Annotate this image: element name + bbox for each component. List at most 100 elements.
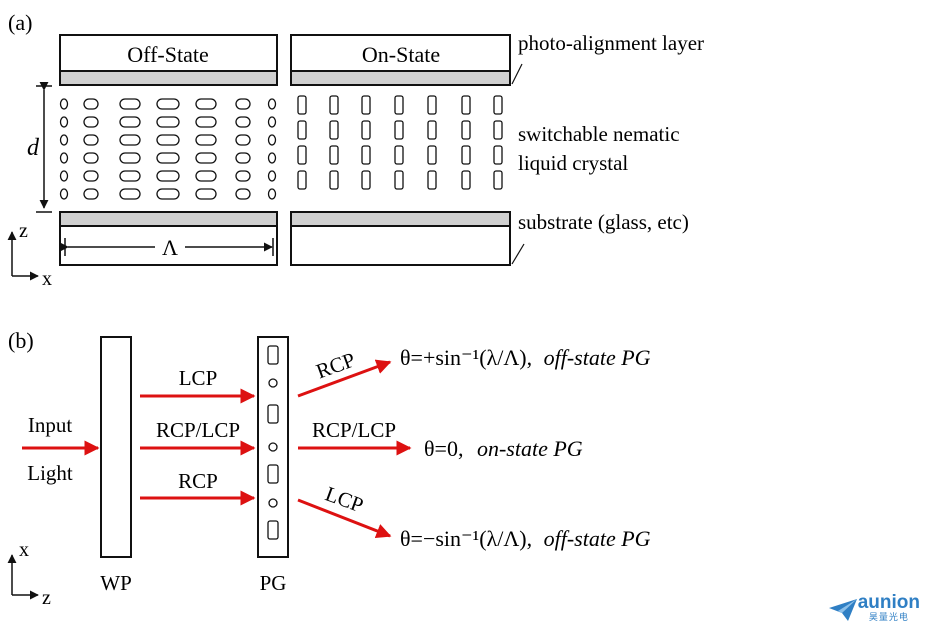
lc-molecule-on: [461, 120, 471, 140]
lc-molecule-on: [427, 95, 437, 115]
lc-molecule-off: [156, 98, 180, 110]
lc-molecule-off: [235, 170, 251, 182]
lc-molecule-off: [235, 152, 251, 164]
lc-molecule-on: [297, 145, 307, 165]
lc-molecule-off: [267, 188, 277, 200]
equation-bot-expr: θ=−sin⁻¹(λ/Λ),: [400, 526, 532, 551]
lc-molecule-off: [156, 170, 180, 182]
input-label-line2: Light: [27, 461, 73, 485]
lc-molecule-off: [59, 152, 69, 164]
lc-molecule-on: [427, 145, 437, 165]
equation-bot: θ=−sin⁻¹(λ/Λ), off-state PG: [400, 526, 651, 551]
lc-molecule-off: [267, 152, 277, 164]
lc-molecule-off: [83, 134, 99, 146]
lc-molecule-on: [493, 170, 503, 190]
lc-molecule-off: [195, 98, 217, 110]
lc-molecule-on: [493, 95, 503, 115]
lc-molecule-off: [267, 134, 277, 146]
lc-molecule-on: [461, 95, 471, 115]
off-top-substrate: [59, 34, 278, 72]
pg-molecule-dot: [268, 378, 278, 388]
lc-molecule-off: [267, 170, 277, 182]
off-state-lc-molecules: [59, 98, 277, 200]
lc-molecule-off: [195, 152, 217, 164]
lc-molecule-off: [195, 116, 217, 128]
wp-label: WP: [100, 571, 132, 595]
lc-molecule-off: [83, 152, 99, 164]
lc-molecule-off: [195, 170, 217, 182]
beam-bot-out: [297, 498, 392, 539]
lc-molecule-off: [267, 98, 277, 110]
lc-molecule-off: [156, 116, 180, 128]
equation-mid: θ=0, on-state PG: [424, 436, 583, 461]
lc-molecule-on: [329, 95, 339, 115]
lc-molecule-off: [119, 188, 141, 200]
on-top-substrate: [290, 34, 511, 72]
beam-top-out-label: RCP: [313, 347, 359, 383]
lc-molecule-on: [361, 145, 371, 165]
equation-top-expr: θ=+sin⁻¹(λ/Λ),: [400, 345, 532, 370]
axis-b-x-label: x: [19, 539, 29, 561]
off-bottom-alignment-layer: [59, 211, 278, 227]
lc-molecule-off: [119, 98, 141, 110]
beam-top-out: [297, 359, 392, 398]
period-symbol: Λ: [162, 235, 178, 260]
lc-molecule-off: [59, 188, 69, 200]
lc-molecule-off: [83, 170, 99, 182]
lc-molecule-on: [329, 145, 339, 165]
lc-label-line1: switchable nematic: [518, 122, 680, 146]
lc-molecule-off: [235, 116, 251, 128]
on-state-label: On-State: [362, 42, 440, 67]
lc-molecule-off: [59, 116, 69, 128]
lc-molecule-off: [119, 116, 141, 128]
lc-molecule-off: [195, 188, 217, 200]
lc-molecule-off: [59, 98, 69, 110]
pg-label: PG: [260, 571, 287, 595]
lc-molecule-on: [427, 170, 437, 190]
panel-b-label: (b): [8, 328, 34, 353]
equation-top-state: off-state PG: [544, 345, 651, 370]
lc-molecule-off: [235, 134, 251, 146]
lc-molecule-on: [427, 120, 437, 140]
on-top-alignment-layer: [290, 70, 511, 86]
substrate-label: substrate (glass, etc): [518, 210, 689, 234]
beam-top-in-label: LCP: [179, 366, 218, 390]
on-state-lc-molecules: [297, 95, 503, 190]
lc-molecule-on: [461, 170, 471, 190]
photo-alignment-leader: [511, 63, 523, 85]
lc-molecule-on: [394, 145, 404, 165]
lc-molecule-on: [461, 145, 471, 165]
lc-molecule-on: [394, 170, 404, 190]
lc-molecule-off: [235, 188, 251, 200]
off-bottom-substrate: [59, 225, 278, 266]
pg-molecule-dot: [268, 498, 278, 508]
lc-molecule-off: [119, 134, 141, 146]
equation-top: θ=+sin⁻¹(λ/Λ), off-state PG: [400, 345, 651, 370]
off-state-label: Off-State: [127, 42, 208, 67]
beam-bot-in-label: RCP: [178, 469, 218, 493]
pg-lc-molecules: [267, 345, 279, 540]
lc-molecule-off: [59, 134, 69, 146]
lc-molecule-on: [394, 120, 404, 140]
lc-molecule-off: [156, 134, 180, 146]
thickness-symbol: d: [27, 135, 40, 161]
lc-molecule-on: [493, 145, 503, 165]
lc-molecule-off: [83, 116, 99, 128]
beam-mid-in-label: RCP/LCP: [156, 418, 240, 442]
substrate-leader: [511, 243, 525, 265]
lc-label-line2: liquid crystal: [518, 151, 628, 175]
lc-molecule-on: [394, 95, 404, 115]
equation-bot-state: off-state PG: [544, 526, 651, 551]
lc-molecule-on: [329, 170, 339, 190]
lc-molecule-off: [119, 170, 141, 182]
panel-a-label: (a): [8, 10, 32, 35]
lc-molecule-off: [119, 152, 141, 164]
off-top-alignment-layer: [59, 70, 278, 86]
pg-molecule-bar: [267, 464, 279, 484]
lc-molecule-off: [195, 134, 217, 146]
company-logo: aunion 昊量光电: [828, 593, 920, 622]
lc-molecule-on: [361, 170, 371, 190]
lc-molecule-off: [59, 170, 69, 182]
input-label-line1: Input: [28, 413, 72, 437]
